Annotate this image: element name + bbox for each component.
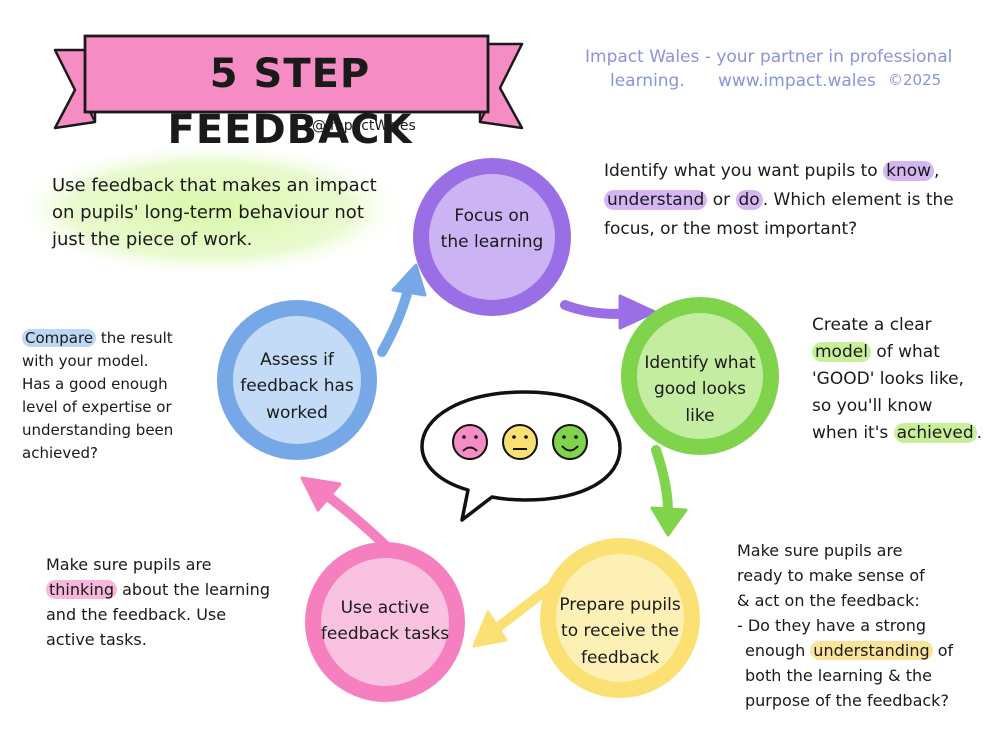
note-prepare-line-3: & act on the feedback:	[737, 591, 920, 610]
note-focus-line-3: focus, or the most important?	[604, 219, 858, 239]
note-assess-line-4: level of expertise or	[22, 398, 172, 416]
note-prepare-line-2: ready to make sense of	[737, 566, 925, 585]
note-good-line-3: 'GOOD' looks like,	[812, 369, 964, 389]
highlight-understand: understand	[604, 190, 708, 210]
highlight-achieved: achieved	[893, 423, 977, 443]
step-label-prepare: Prepare pupils to receive the feedback	[558, 592, 682, 671]
step-good-line-2: good looks	[653, 379, 746, 400]
highlight-know: know	[883, 161, 935, 181]
step-good-line-3: like	[685, 405, 715, 426]
note-assess-line-1: Compare the result	[22, 327, 173, 350]
note-assess: Compare the result with your model. Has …	[22, 327, 173, 465]
step-prepare-line-3: feedback	[580, 647, 660, 668]
step-circle-focus	[413, 158, 571, 316]
page-title: 5 STEP FEEDBACK	[167, 51, 413, 153]
step-label-focus: Focus on the learning	[432, 203, 552, 256]
step-label-assess: Assess if feedback has worked	[236, 347, 358, 426]
intro-line-1: Use feedback that makes an impact	[52, 175, 377, 196]
note-assess-line-5: understanding been	[22, 421, 174, 439]
arrow-active-to-assess-head	[300, 476, 342, 512]
partner-website: www.impact.wales	[718, 71, 876, 91]
highlight-understanding: understanding	[810, 641, 933, 660]
arrow-prepare-to-active-head	[472, 610, 508, 648]
intro-line-2: on pupils' long-term behaviour not	[52, 202, 364, 223]
note-prepare-line-4: - Do they have a strong	[737, 616, 927, 635]
step-circle-assess	[217, 300, 377, 460]
note-active-line-1: Make sure pupils are	[46, 555, 212, 574]
step-prepare-line-2: to receive the	[561, 621, 679, 642]
step-prepare-line-1: Prepare pupils	[559, 595, 681, 615]
intro-line-3: just the piece of work.	[52, 229, 253, 250]
twitter-handle: @ImpactWales	[312, 118, 416, 134]
step-good-line-1: Identify what	[644, 353, 756, 373]
note-active-line-4: active tasks.	[46, 630, 147, 649]
note-active-line-2: thinking about the learning	[46, 577, 270, 602]
arrow-assess-to-focus-head	[391, 263, 427, 297]
step-label-active: Use active feedback tasks	[320, 595, 450, 648]
neutral-face-icon	[502, 424, 538, 460]
highlight-model: model	[812, 342, 871, 362]
happy-face-icon	[552, 424, 588, 460]
intro-text: Use feedback that makes an impact on pup…	[52, 172, 377, 253]
title-banner	[53, 34, 524, 130]
step-focus-line-1: Focus on	[454, 206, 530, 226]
intro-glow	[10, 142, 410, 278]
step-focus-line-2: the learning	[440, 232, 544, 253]
step-assess-line-2: feedback has	[240, 376, 354, 397]
note-good-line-4: so you'll know	[812, 396, 933, 416]
note-active: Make sure pupils are thinking about the …	[46, 552, 270, 652]
partner-line-1: Impact Wales - your partner in professio…	[585, 47, 953, 67]
sad-face-icon	[452, 424, 488, 460]
step-circle-prepare	[540, 538, 700, 698]
arrow-active-to-assess	[317, 487, 390, 550]
arrow-assess-to-focus	[377, 285, 413, 357]
step-circle-active	[305, 542, 465, 702]
note-assess-line-2: with your model.	[22, 352, 149, 370]
note-prepare-line-1: Make sure pupils are	[737, 541, 903, 560]
step-active-line-2: feedback tasks	[320, 624, 450, 645]
note-assess-line-6: achieved?	[22, 444, 98, 462]
step-active-line-1: Use active	[340, 598, 430, 618]
partner-learning: learning.	[610, 71, 685, 91]
arrow-good-to-prepare-head	[650, 506, 688, 537]
highlight-do: do	[735, 190, 763, 210]
highlight-thinking: thinking	[46, 580, 118, 599]
step-assess-line-1: Assess if	[260, 350, 334, 370]
note-good: Create a clear model of what 'GOOD' look…	[812, 312, 982, 447]
note-good-line-1: Create a clear	[812, 315, 932, 335]
note-prepare-line-6: both the learning & the	[745, 666, 932, 685]
note-focus-line-2: understand or do. Which element is the	[604, 186, 954, 215]
note-prepare: Make sure pupils are ready to make sense…	[737, 538, 953, 713]
note-focus: Identify what you want pupils to know, u…	[604, 157, 954, 244]
step-label-good: Identify what good looks like	[640, 350, 760, 429]
note-prepare-line-5: enough understanding of	[745, 641, 954, 660]
note-focus-line-1: Identify what you want pupils to know,	[604, 161, 940, 181]
note-good-line-5: when it's achieved.	[812, 423, 983, 443]
arrow-good-to-prepare	[651, 445, 673, 517]
step-assess-line-3: worked	[266, 402, 328, 423]
highlight-compare: Compare	[22, 329, 97, 347]
note-good-line-2: model of what	[812, 339, 982, 366]
step-circle-good	[621, 297, 779, 455]
partner-copyright: ©2025	[888, 71, 942, 89]
note-prepare-line-7: purpose of the feedback?	[745, 691, 949, 710]
note-assess-line-3: Has a good enough	[22, 375, 168, 393]
arrow-focus-to-good-head	[618, 294, 657, 330]
note-active-line-3: and the feedback. Use	[46, 605, 227, 624]
